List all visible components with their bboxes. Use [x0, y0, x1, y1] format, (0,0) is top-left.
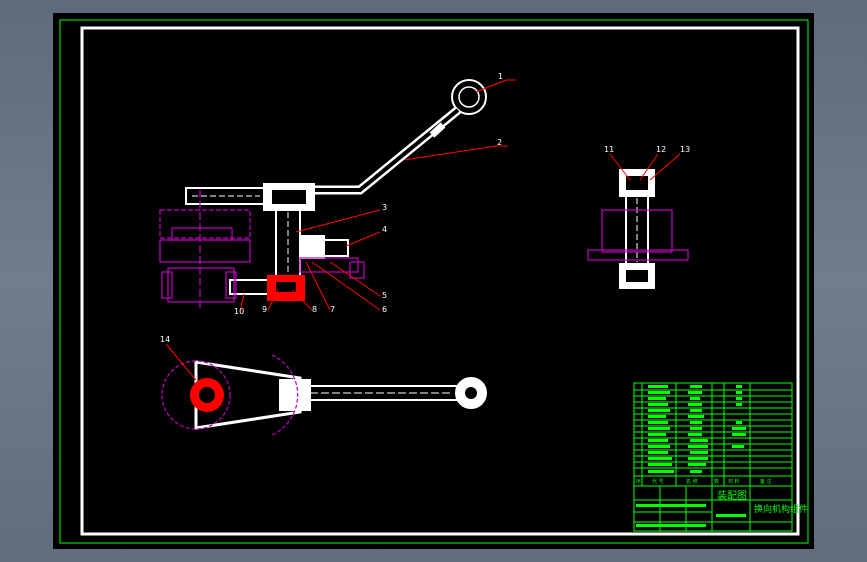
drawing-canvas: [53, 13, 814, 549]
part-number: 11: [604, 145, 614, 154]
part-number: 12: [656, 145, 666, 154]
title-block-text: 序 代 号 名 称 数 材 料 备 注 装配图 换向机构组件: [636, 478, 808, 515]
part-number: 14: [160, 335, 170, 344]
part-number: 13: [680, 145, 690, 154]
header-col-material: 材 料: [728, 478, 740, 485]
front-view-hidden: [159, 190, 365, 310]
leader-lines: [165, 79, 681, 381]
header-col-qty: 数: [714, 478, 719, 485]
part-number: 5: [382, 291, 387, 300]
header-col-notes: 备 注: [760, 478, 772, 485]
header-col-name: 名 称: [686, 478, 698, 485]
part-number: 4: [382, 225, 387, 234]
handle-ball: [451, 79, 487, 115]
drawing-title: 装配图: [717, 489, 747, 502]
part-number-labels: 1 2 3 4 5 6 7 8 9 10 11 12 13 14: [160, 72, 690, 344]
part-number: 2: [497, 138, 502, 147]
part-number: 6: [382, 305, 387, 314]
front-view: [185, 79, 487, 301]
part-name: 换向机构组件: [754, 503, 808, 515]
header-col-code: 代 号: [652, 478, 664, 485]
part-number: 10: [234, 307, 244, 316]
part-number: 9: [262, 305, 267, 314]
side-view-hidden: [587, 209, 689, 261]
part-number: 1: [498, 72, 503, 81]
part-number: 7: [330, 305, 335, 314]
outer-frame: [59, 19, 809, 544]
side-view: [619, 169, 655, 289]
top-view: [190, 360, 487, 430]
top-view-hidden: [161, 354, 299, 436]
header-col-index: 序: [636, 478, 641, 485]
parts-list-entries: [636, 385, 746, 527]
title-block: [633, 382, 793, 532]
part-number: 3: [382, 203, 387, 212]
sheet-border: [80, 26, 800, 536]
part-number: 8: [312, 305, 317, 314]
handle-rod: [300, 106, 461, 195]
